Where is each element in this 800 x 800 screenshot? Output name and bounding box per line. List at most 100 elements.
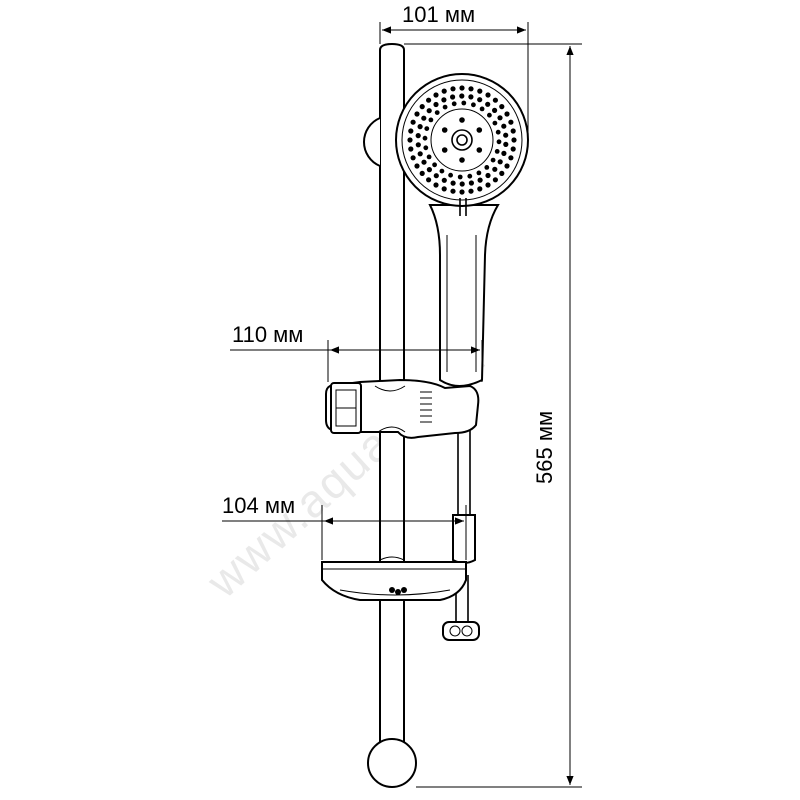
nozzle-dot bbox=[441, 97, 447, 103]
nozzle-dot bbox=[419, 170, 425, 176]
nozzle-dot bbox=[441, 88, 447, 94]
nozzle-dot bbox=[410, 155, 416, 161]
nozzle-dot bbox=[508, 155, 514, 161]
dimension-holder-width: 110 мм bbox=[230, 322, 483, 382]
nozzle-dot bbox=[461, 100, 467, 106]
nozzle-dot bbox=[467, 173, 473, 179]
nozzle-dot bbox=[499, 104, 505, 110]
nozzle-dot bbox=[468, 86, 474, 92]
nozzle-dot bbox=[421, 159, 427, 165]
nozzle-dot bbox=[415, 133, 421, 139]
nozzle-dot bbox=[459, 93, 465, 99]
nozzle-dot bbox=[426, 154, 432, 160]
bottom-wall-bracket bbox=[367, 738, 417, 788]
nozzle-dot bbox=[450, 94, 456, 100]
dim-label-head-width: 101 мм bbox=[402, 2, 475, 27]
nozzle-dot bbox=[448, 172, 453, 178]
nozzle-dot bbox=[459, 117, 465, 123]
nozzle-dot bbox=[510, 128, 516, 134]
nozzle-dot bbox=[492, 97, 498, 103]
nozzle-dot bbox=[503, 132, 509, 138]
nozzle-dot bbox=[496, 139, 502, 145]
nozzle-dot bbox=[459, 85, 465, 91]
nozzle-dot bbox=[421, 115, 427, 121]
nozzle-dot bbox=[441, 177, 447, 183]
nozzle-dot bbox=[407, 137, 413, 143]
nozzle-dot bbox=[495, 129, 501, 135]
top-wall-bracket bbox=[363, 117, 381, 167]
nozzle-dot bbox=[477, 177, 483, 183]
nozzle-dot bbox=[479, 106, 485, 112]
nozzle-dot bbox=[499, 170, 505, 176]
nozzle-dot bbox=[450, 188, 456, 194]
nozzle-dot bbox=[410, 119, 416, 125]
nozzle-dot bbox=[414, 111, 420, 117]
nozzle-dot bbox=[468, 94, 474, 100]
nozzle-dot bbox=[476, 147, 483, 153]
nozzle-dot bbox=[471, 102, 476, 108]
nozzle-dot bbox=[433, 101, 439, 108]
nozzle-dot bbox=[477, 186, 483, 192]
nozzle-dot bbox=[426, 167, 432, 173]
dimension-head-width: 101 мм bbox=[379, 2, 529, 140]
soap-dish bbox=[321, 556, 467, 601]
nozzle-dot bbox=[439, 168, 445, 174]
nozzle-dot bbox=[497, 159, 503, 165]
nozzle-dot bbox=[417, 151, 423, 157]
nozzle-dot bbox=[503, 141, 509, 147]
nozzle-dot bbox=[477, 97, 483, 103]
nozzle-dot bbox=[442, 104, 448, 110]
dim-label-total-height: 565 мм bbox=[532, 411, 557, 484]
nozzle-dot bbox=[511, 137, 517, 143]
nozzle-dot bbox=[414, 163, 420, 169]
dimension-total-height: 565 мм bbox=[404, 43, 582, 788]
nozzle-dot bbox=[423, 145, 429, 151]
nozzle-dot bbox=[504, 163, 510, 169]
nozzle-dot bbox=[432, 162, 437, 168]
nozzle-dot bbox=[450, 86, 456, 92]
nozzle-dot bbox=[476, 127, 483, 133]
nozzle-dot bbox=[451, 101, 457, 107]
nozzle-dot bbox=[510, 146, 516, 152]
shower-hose bbox=[442, 430, 480, 641]
nozzle-dot bbox=[428, 117, 434, 123]
dim-label-soap-dish-width: 104 мм bbox=[222, 493, 295, 518]
nozzle-dot bbox=[441, 127, 448, 133]
nozzle-dot bbox=[508, 119, 514, 125]
nozzle-dot bbox=[415, 142, 421, 148]
slider-holder bbox=[325, 378, 480, 439]
nozzle-dot bbox=[494, 149, 500, 154]
nozzle-dot bbox=[459, 189, 465, 195]
dimension-soap-dish-width: 104 мм bbox=[222, 493, 467, 560]
nozzle-dot bbox=[492, 166, 498, 172]
dim-label-holder-width: 110 мм bbox=[232, 322, 303, 347]
nozzle-dot bbox=[485, 182, 491, 188]
nozzle-dot bbox=[433, 92, 439, 98]
nozzle-dot bbox=[504, 111, 510, 117]
nozzle-dot bbox=[426, 108, 432, 114]
nozzle-dot bbox=[492, 177, 498, 183]
nozzle-dot bbox=[468, 188, 474, 194]
nozzle-dot bbox=[433, 173, 439, 179]
nozzle-dot bbox=[490, 157, 496, 163]
nozzle-dot bbox=[417, 124, 423, 130]
nozzle-dot bbox=[457, 174, 463, 180]
nozzle-dot bbox=[485, 172, 491, 179]
nozzle-dot bbox=[424, 126, 430, 131]
nozzle-dot bbox=[501, 150, 507, 156]
nozzle-dot bbox=[468, 180, 474, 186]
nozzle-dot bbox=[450, 180, 456, 186]
nozzle-dot bbox=[492, 120, 498, 126]
nozzle-dot bbox=[485, 92, 491, 98]
nozzle-dot bbox=[459, 181, 465, 187]
nozzle-dot bbox=[497, 115, 503, 121]
nozzle-dot bbox=[441, 147, 448, 153]
nozzle-dot bbox=[426, 177, 432, 183]
nozzle-dot bbox=[422, 135, 428, 141]
nozzle-dot bbox=[419, 104, 425, 110]
nozzle-dot bbox=[477, 88, 483, 94]
nozzle-dot bbox=[485, 101, 491, 107]
nozzle-dot bbox=[441, 186, 447, 192]
